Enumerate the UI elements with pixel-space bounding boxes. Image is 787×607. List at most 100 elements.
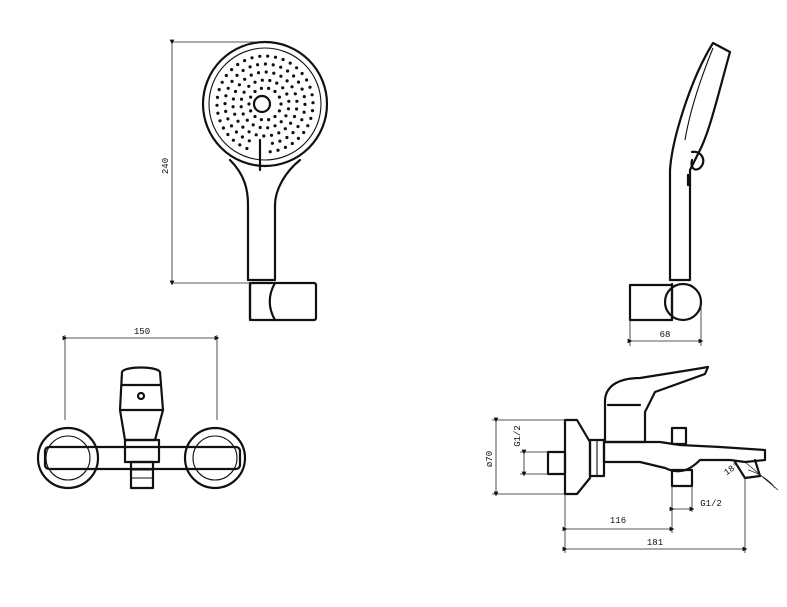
spray-nozzle bbox=[270, 141, 274, 145]
spray-nozzle bbox=[292, 74, 296, 78]
spray-nozzle bbox=[267, 86, 271, 90]
spray-nozzle bbox=[253, 89, 257, 94]
dim-70-label: ø70 bbox=[485, 451, 495, 467]
spray-nozzle bbox=[224, 109, 228, 113]
dim-g12-outlet-label: G1/2 bbox=[700, 499, 722, 509]
spray-nozzle bbox=[293, 92, 297, 96]
spray-nozzle bbox=[283, 145, 287, 149]
spray-nozzle bbox=[243, 59, 247, 63]
spray-nozzle bbox=[269, 133, 274, 137]
spray-nozzle bbox=[226, 86, 230, 90]
spray-nozzle bbox=[266, 54, 270, 58]
spray-nozzle bbox=[241, 68, 245, 73]
spray-nozzle bbox=[281, 57, 285, 62]
spray-nozzle bbox=[243, 77, 247, 81]
spray-nozzle bbox=[249, 73, 253, 77]
spray-nozzle bbox=[309, 116, 313, 120]
spray-nozzle bbox=[302, 110, 306, 114]
spray-nozzle bbox=[231, 97, 235, 101]
spray-nozzle bbox=[241, 125, 245, 129]
spray-nozzle bbox=[224, 73, 228, 78]
dim-116-label: 116 bbox=[610, 516, 626, 526]
spray-nozzle bbox=[271, 63, 275, 67]
spray-nozzle bbox=[256, 63, 260, 67]
spray-nozzle bbox=[216, 111, 220, 115]
mixer-front-view bbox=[36, 366, 247, 490]
spray-nozzle bbox=[236, 119, 240, 123]
spray-nozzle bbox=[288, 61, 292, 65]
spray-nozzle bbox=[292, 114, 297, 119]
spray-nozzle bbox=[272, 71, 276, 75]
spray-nozzle bbox=[264, 70, 268, 74]
spray-nozzle bbox=[248, 65, 252, 69]
spray-nozzle bbox=[266, 126, 270, 130]
spray-nozzle bbox=[238, 143, 242, 147]
spray-nozzle bbox=[239, 97, 244, 101]
spray-nozzle bbox=[310, 109, 315, 113]
dim-240: 240 bbox=[161, 39, 265, 286]
spray-nozzle bbox=[241, 112, 245, 116]
spray-nozzle bbox=[279, 102, 283, 106]
dim-150-label: 150 bbox=[134, 327, 150, 337]
spray-nozzle bbox=[249, 95, 253, 99]
spray-nozzle bbox=[296, 125, 300, 129]
spray-nozzle bbox=[300, 87, 304, 91]
spray-nozzle bbox=[253, 114, 257, 119]
spray-nozzle bbox=[220, 80, 224, 84]
spray-nozzle bbox=[230, 68, 234, 72]
mixer-side-view bbox=[546, 365, 767, 496]
spray-nozzle bbox=[296, 136, 300, 140]
spray-nozzle bbox=[279, 120, 283, 124]
spray-nozzle bbox=[236, 62, 240, 67]
spray-nozzle bbox=[253, 80, 257, 84]
dim-70: ø70 bbox=[485, 417, 565, 497]
spray-nozzle bbox=[263, 62, 267, 66]
spray-nozzle bbox=[258, 54, 262, 58]
spray-nozzle bbox=[215, 95, 220, 99]
spray-nozzle bbox=[240, 135, 244, 139]
spray-nozzle bbox=[229, 124, 234, 128]
dim-116: 116 bbox=[562, 494, 675, 553]
spray-nozzle bbox=[276, 148, 280, 152]
dim-68-label: 68 bbox=[660, 330, 671, 340]
spray-nozzle bbox=[231, 138, 235, 142]
spray-nozzle bbox=[306, 124, 310, 128]
spray-nozzle bbox=[247, 84, 251, 88]
spray-nozzle bbox=[285, 135, 289, 140]
spray-nozzle bbox=[262, 134, 266, 138]
dim-18deg: 18° bbox=[722, 461, 779, 491]
spray-nozzle bbox=[223, 102, 227, 106]
spray-nozzle bbox=[268, 78, 272, 83]
spray-nozzle bbox=[260, 78, 264, 82]
spray-nozzle bbox=[285, 92, 289, 96]
spray-nozzle bbox=[268, 150, 272, 154]
spray-nozzle bbox=[215, 103, 219, 107]
dim-68: 68 bbox=[627, 306, 704, 346]
spray-nozzle bbox=[291, 131, 295, 135]
dim-240-label: 240 bbox=[161, 158, 171, 174]
spray-nozzle bbox=[302, 130, 306, 135]
spray-nozzle bbox=[233, 89, 238, 94]
spray-nozzle bbox=[247, 130, 251, 134]
spray-nozzle bbox=[284, 114, 288, 118]
spray-nozzle bbox=[303, 102, 307, 106]
spray-nozzle bbox=[218, 119, 222, 123]
spray-nozzle bbox=[279, 74, 283, 78]
spray-nozzle bbox=[259, 86, 263, 90]
spray-nozzle bbox=[273, 114, 277, 119]
spray-nozzle bbox=[256, 71, 261, 75]
spray-nozzle bbox=[286, 69, 290, 73]
spray-nozzle bbox=[234, 130, 238, 134]
spray-nozzle bbox=[245, 146, 249, 151]
spray-nozzle bbox=[273, 89, 277, 94]
spray-nozzle bbox=[226, 117, 230, 121]
spray-nozzle bbox=[231, 105, 235, 109]
spray-nozzle bbox=[250, 56, 254, 60]
dim-18deg-label: 18° bbox=[722, 461, 741, 478]
spray-nozzle bbox=[308, 85, 312, 89]
spray-nozzle bbox=[300, 118, 304, 122]
spray-nozzle bbox=[295, 99, 299, 103]
hand-shower-front-view bbox=[201, 40, 329, 322]
spray-nozzle bbox=[254, 133, 258, 137]
